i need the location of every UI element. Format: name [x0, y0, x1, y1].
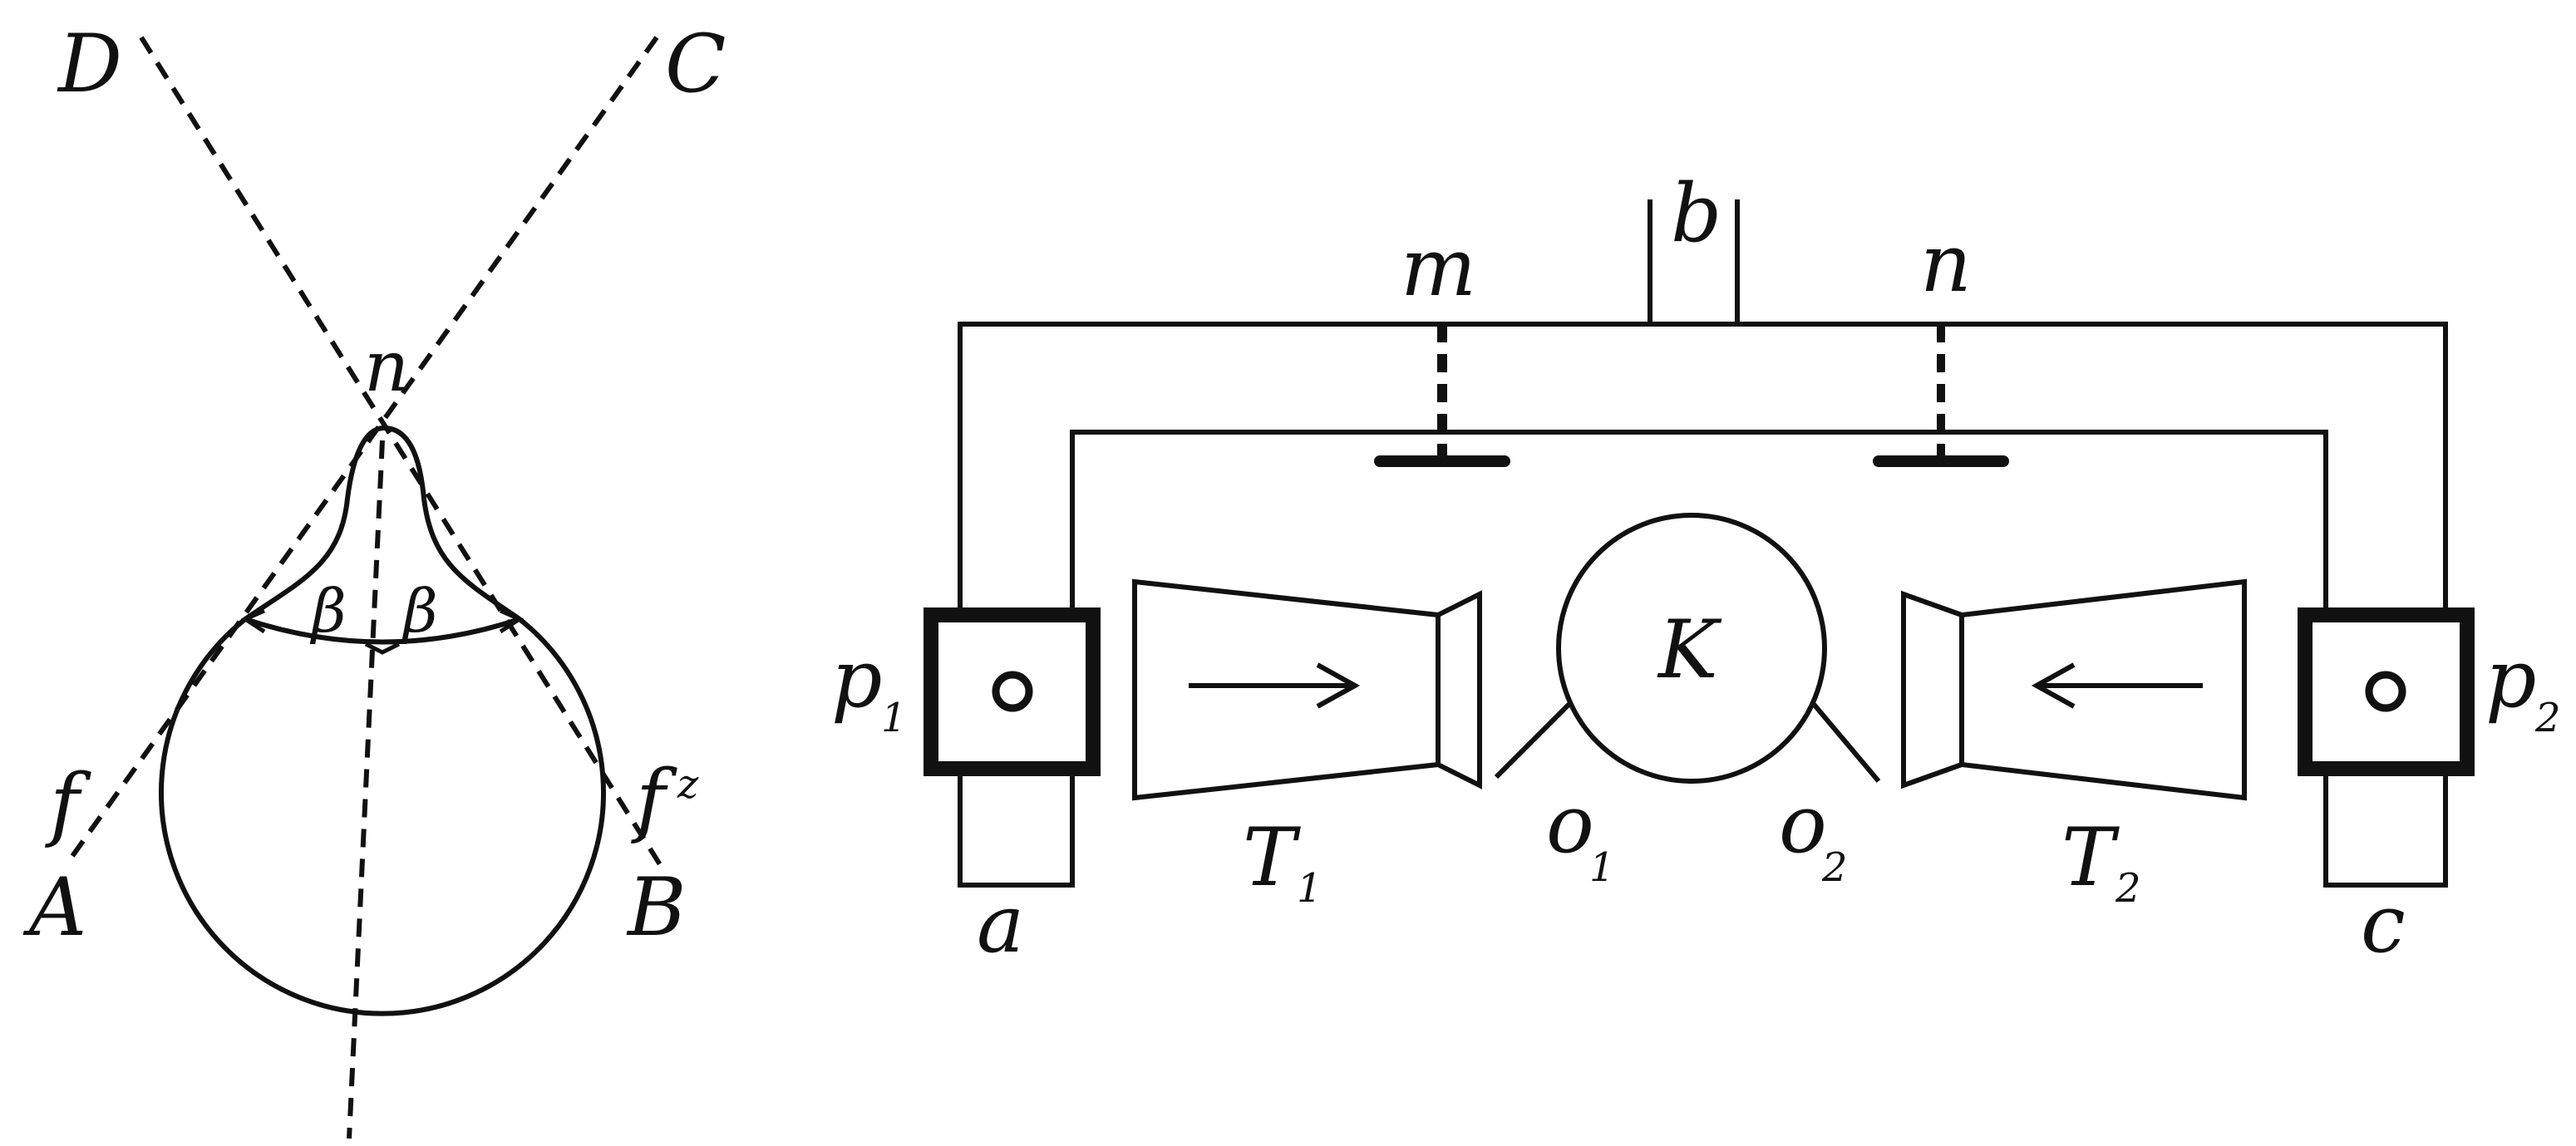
label-f: f	[45, 757, 91, 850]
sphere-K	[1556, 513, 1827, 784]
label-m: m	[1401, 221, 1476, 314]
leg-o2	[1810, 701, 1881, 783]
label-beta-left: β	[309, 576, 347, 646]
left-figure: D C n β β f f z A B	[22, 17, 726, 1139]
drop-neck-outline	[244, 425, 521, 622]
label-T2: T	[2061, 811, 2120, 904]
label-o2: o	[1779, 778, 1827, 871]
tube-b	[1648, 199, 1740, 324]
label-b: b	[1671, 167, 1721, 260]
beta-arc	[244, 617, 520, 645]
label-p1-sub: 1	[881, 695, 907, 741]
dashed-line-C-A	[64, 36, 659, 866]
trumpet-T1-bell	[1436, 590, 1482, 789]
box-p2-hole	[2365, 671, 2406, 712]
label-p2: p	[2485, 632, 2536, 725]
label-f2: f	[631, 753, 677, 846]
dashed-vertical-axis	[347, 440, 385, 1139]
box-p2	[2298, 607, 2475, 776]
box-p1-hole	[992, 671, 1033, 712]
label-B: B	[626, 861, 687, 954]
label-T1-sub: 1	[1297, 865, 1322, 912]
leg-o1	[1494, 700, 1574, 780]
label-o2-sub: 2	[1821, 844, 1848, 891]
label-n-left: n	[364, 326, 409, 407]
label-c: c	[2361, 878, 2406, 971]
label-K: K	[1657, 603, 1722, 696]
drop-circle-arc	[159, 617, 606, 1016]
label-T1: T	[1243, 811, 1301, 904]
arrow-T2-head	[2031, 662, 2076, 709]
label-beta-right: β	[401, 576, 438, 646]
box-p1	[924, 607, 1101, 776]
inner-frame	[1070, 430, 2328, 615]
label-o1: o	[1546, 778, 1594, 871]
trumpet-T2-bell	[1901, 590, 1963, 789]
trumpet-T1	[1132, 578, 1441, 801]
label-D: D	[57, 17, 122, 111]
label-p1: p	[831, 632, 882, 725]
label-f2-sup: z	[677, 761, 699, 808]
trumpet-T2	[1959, 578, 2247, 801]
label-T2-sub: 2	[2115, 865, 2141, 912]
dashed-line-D-B	[139, 36, 667, 874]
label-n-right: n	[1920, 217, 1972, 310]
label-p2-sub: 2	[2534, 695, 2561, 741]
label-a: a	[977, 878, 1024, 971]
label-A: A	[22, 861, 86, 954]
outer-frame	[958, 322, 2448, 615]
label-C: C	[665, 17, 726, 111]
right-figure: b m n p 1 p 2 K T 1 T 2 o 1 o 2 a c	[831, 167, 2561, 971]
bracket-a	[958, 769, 1075, 888]
bracket-c	[2323, 769, 2448, 888]
arrow-T1-head	[1316, 662, 1361, 709]
arrowhead-left	[240, 608, 266, 634]
arrowhead-right	[499, 608, 525, 634]
label-o1-sub: 1	[1589, 844, 1615, 891]
arrowhead-center	[364, 642, 401, 655]
